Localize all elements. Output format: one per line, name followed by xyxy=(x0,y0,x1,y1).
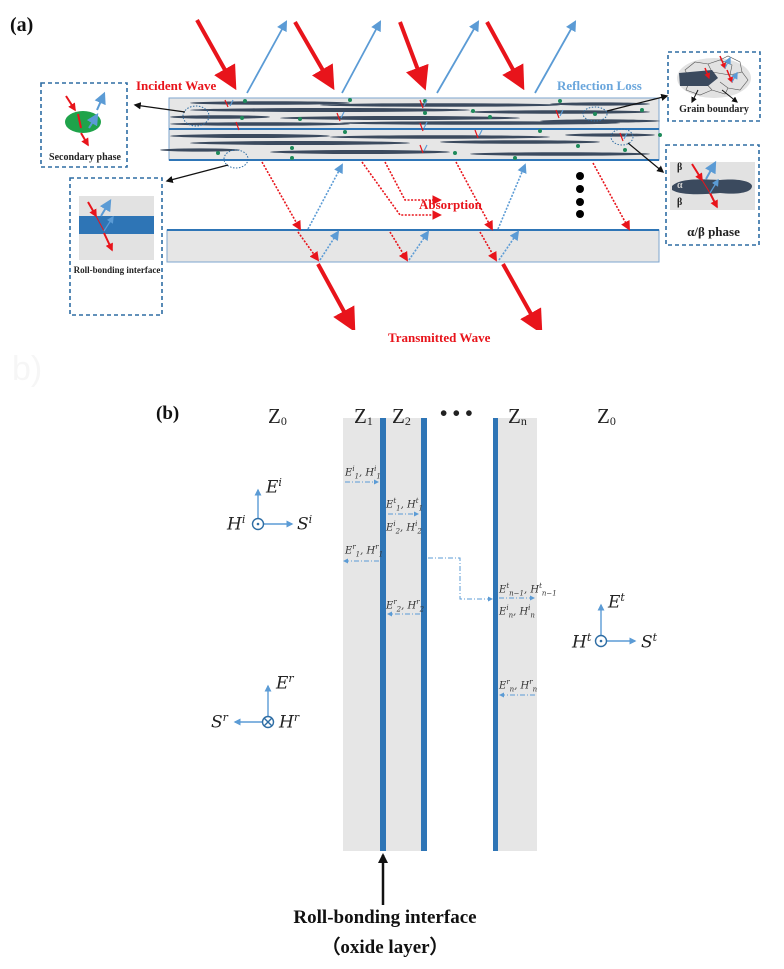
grain-boundary-caption: Grain boundary xyxy=(679,104,749,115)
reflection-arrows xyxy=(246,20,577,94)
interface-1 xyxy=(380,418,386,851)
panel-a-label: (a) xyxy=(10,14,34,36)
field-enr-hnr: Ern, Hrn xyxy=(499,678,538,694)
incident-e-label: Ei xyxy=(266,476,282,498)
alpha-beta-inset-art xyxy=(670,160,755,210)
transmitted-wave-label: Transmitted Wave xyxy=(388,330,491,345)
grain-boundary-inset-art xyxy=(677,55,751,104)
z0-left-label: Z0 xyxy=(268,404,287,428)
field-arrows xyxy=(343,479,535,698)
interface-caption-line2: （oxide layer） xyxy=(321,937,449,958)
field-eni-hni: Ein, Hin xyxy=(499,604,535,620)
incident-wave-arrows xyxy=(195,19,525,91)
more-layers-dots xyxy=(576,172,584,218)
transmitted-s-label: St xyxy=(641,631,658,653)
transmitted-h-label: Ht xyxy=(572,631,592,653)
ghost-panel-label: b) xyxy=(12,350,43,388)
field-ent-hnt: Etn−1, Htn−1 xyxy=(499,582,557,598)
alpha-beta-caption: α/β phase xyxy=(687,224,740,239)
reflected-s-label: Sr xyxy=(211,711,228,733)
secondary-phase-inset-art xyxy=(65,91,106,147)
lower-plate xyxy=(166,229,660,263)
reflected-e-label: Er xyxy=(276,672,294,694)
interface-n xyxy=(493,418,498,851)
roll-bonding-inset-art xyxy=(79,196,154,260)
micro-scatter-blue xyxy=(229,99,628,152)
z0-right-label: Z0 xyxy=(597,404,616,428)
incident-s-label: Si xyxy=(297,513,313,535)
panel-a-diagram xyxy=(40,19,761,330)
inset-callout-arrows xyxy=(133,93,669,184)
secondary-phase-particles xyxy=(216,98,662,160)
incident-vector-triad xyxy=(251,488,294,531)
composite-plate xyxy=(160,97,662,169)
zn-label: Zn xyxy=(508,404,527,428)
secondary-phase-zoom-circle xyxy=(182,105,210,127)
alpha-beta-zoom-circle xyxy=(610,128,634,146)
roll-bonding-caption: Roll-bonding interface xyxy=(73,265,161,275)
field-e1r-h1r: Er1, Hr1 xyxy=(345,543,384,559)
interface-caption-line1: Roll-bonding interface xyxy=(293,907,477,928)
inset-frames xyxy=(40,51,761,316)
beta-bottom-label: β xyxy=(677,197,683,208)
alpha-label: α xyxy=(677,180,683,191)
transmitted-wave-arrows xyxy=(316,263,543,330)
field-e2i-h2i: Ei2, Hi2 xyxy=(386,520,422,536)
internal-reflected-dotted xyxy=(307,163,527,261)
field-e2r-h2r: Er2, Hr2 xyxy=(386,598,425,614)
transmitted-vector-triad xyxy=(594,603,637,648)
reflected-h-label: Hr xyxy=(279,711,300,733)
grain-boundary-zoom-circle xyxy=(582,106,608,122)
reflected-vector-triad xyxy=(233,684,275,729)
layer-gap xyxy=(425,418,495,851)
transmitted-e-label: Et xyxy=(608,591,625,613)
lamellae xyxy=(160,101,660,156)
micro-scatter-red xyxy=(224,99,624,154)
panel-b-label: (b) xyxy=(156,403,180,424)
beta-top-label: β xyxy=(677,162,683,173)
layers-ellipsis: • • • xyxy=(440,401,473,425)
secondary-phase-caption: Secondary phase xyxy=(49,152,121,163)
incident-h-label: Hi xyxy=(227,513,246,535)
internal-transmitted-dotted xyxy=(261,161,630,262)
reflection-loss-label: Reflection Loss xyxy=(557,78,642,93)
roll-bonding-zoom-circle xyxy=(223,149,249,169)
absorption-label: Absorption xyxy=(419,197,482,212)
interface-2 xyxy=(421,418,427,851)
field-e1t-h1t: Et1, Ht1 xyxy=(386,497,423,513)
z1-label: Z1 xyxy=(354,404,373,428)
z2-label: Z2 xyxy=(392,404,411,428)
incident-wave-label: Incident Wave xyxy=(136,78,217,93)
field-e1i-h1i: Ei1, Hi1 xyxy=(345,465,381,481)
